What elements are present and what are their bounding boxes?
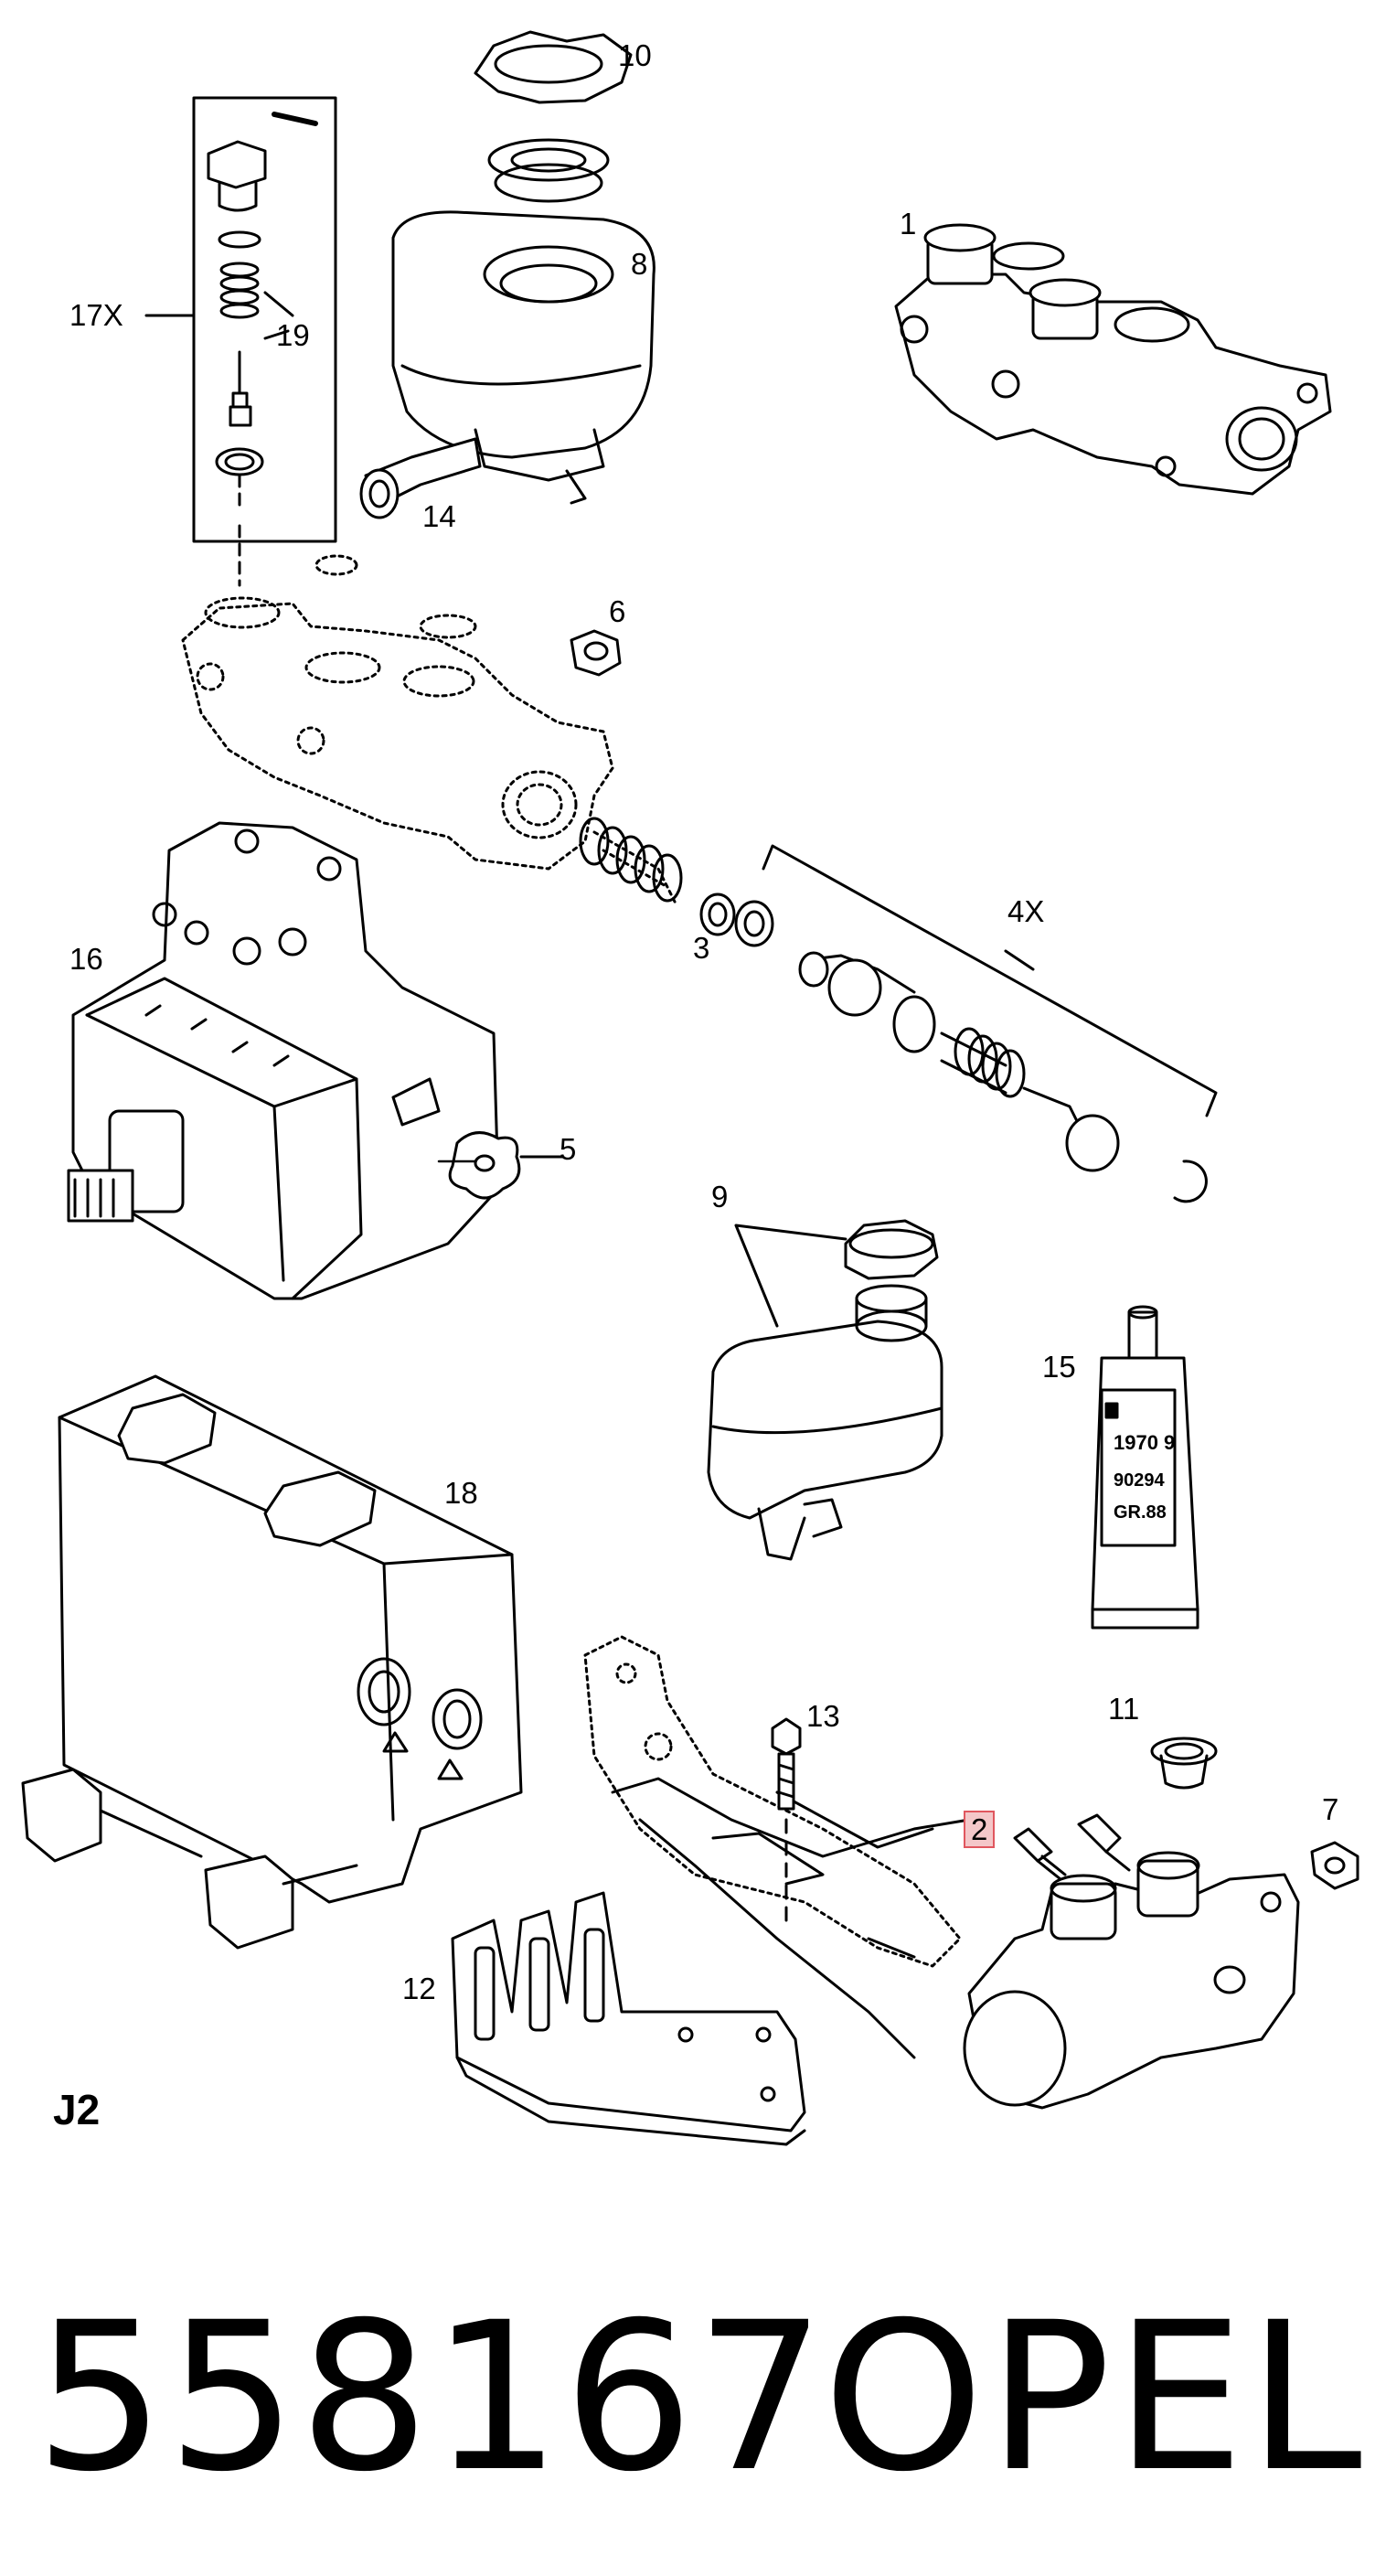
chassis-bracket bbox=[611, 1777, 971, 2059]
callout-11: 11 bbox=[1108, 1692, 1140, 1726]
part-2-bleed-screws bbox=[1013, 1813, 1131, 1881]
spring bbox=[579, 817, 683, 903]
callout-1: 1 bbox=[900, 207, 917, 240]
part-12-mounting-plate bbox=[451, 1891, 806, 2146]
part-3-seals bbox=[699, 893, 774, 947]
callout-8: 8 bbox=[631, 247, 648, 281]
part-8-fluid-reservoir bbox=[391, 210, 656, 505]
part-14-grommet bbox=[359, 437, 482, 519]
diagram-code: J2 bbox=[53, 2086, 101, 2133]
callout-16: 16 bbox=[69, 942, 103, 976]
callout-9: 9 bbox=[711, 1180, 729, 1213]
tube-text-line-1: 1970 9 bbox=[1114, 1431, 1175, 1454]
callout-19: 19 bbox=[276, 318, 310, 352]
brand-name: OPEL bbox=[823, 2278, 1366, 2517]
part-9-small-reservoir bbox=[707, 1219, 943, 1561]
callout-13: 13 bbox=[806, 1699, 840, 1733]
callout-14: 14 bbox=[422, 499, 456, 533]
part-18-valve-block bbox=[21, 1374, 523, 1950]
callout-2-highlighted: 2 bbox=[964, 1811, 996, 1848]
part-5-clip bbox=[448, 1131, 564, 1200]
small-master-cylinder bbox=[963, 1851, 1300, 2110]
part-11-grommet bbox=[1150, 1737, 1218, 1790]
dotted-master-cylinder-outline bbox=[181, 554, 678, 907]
part-number: 558167 bbox=[35, 2278, 828, 2517]
part-10-reservoir-cap bbox=[474, 30, 633, 203]
callout-17x: 17X bbox=[69, 298, 123, 332]
part-17x-repair-kit bbox=[144, 96, 337, 587]
callout-10: 10 bbox=[618, 38, 652, 72]
callout-6: 6 bbox=[609, 594, 626, 628]
tube-text-line-2: 90294 bbox=[1114, 1470, 1165, 1491]
part-7-nut bbox=[1310, 1841, 1359, 1890]
tube-text-line-3: GR.88 bbox=[1114, 1502, 1167, 1523]
callout-18: 18 bbox=[444, 1476, 478, 1510]
callout-15: 15 bbox=[1042, 1350, 1076, 1384]
callout-4x: 4X bbox=[1007, 894, 1045, 928]
part-16-abs-unit bbox=[67, 821, 500, 1300]
part-6-nut bbox=[570, 629, 622, 677]
part-4x-piston-kit bbox=[762, 844, 1218, 1203]
callout-3: 3 bbox=[693, 931, 710, 965]
callout-12: 12 bbox=[402, 1972, 436, 2005]
callout-5: 5 bbox=[560, 1132, 577, 1166]
dotted-mounting-bracket bbox=[583, 1635, 962, 1968]
callout-7: 7 bbox=[1322, 1792, 1339, 1826]
part-1-master-cylinder bbox=[894, 223, 1332, 496]
part-13-bolt bbox=[771, 1717, 802, 1931]
part-15-sealant-tube: 1970 9 90294 GR.88 bbox=[1091, 1305, 1199, 1630]
